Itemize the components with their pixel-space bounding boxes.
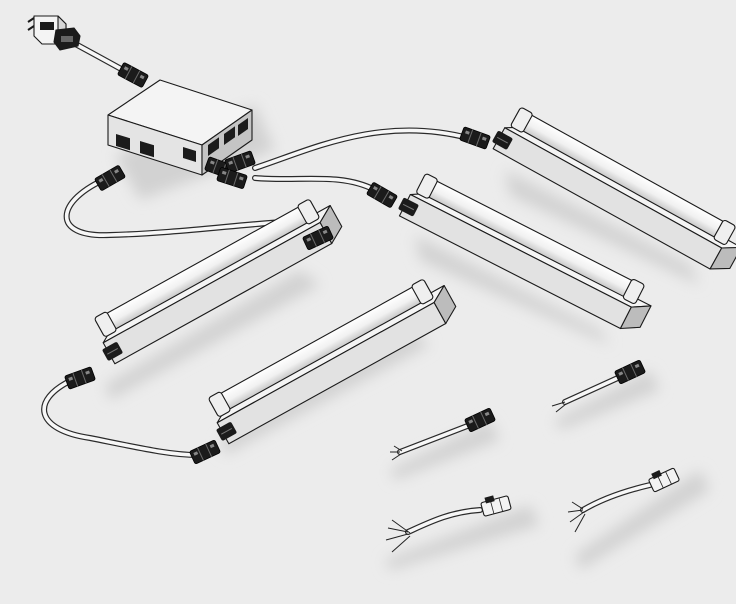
inline-connector (188, 439, 222, 465)
inline-connector (216, 166, 248, 190)
connector-cable-icon (567, 463, 681, 533)
cable-box-to-luminaire-1 (252, 127, 471, 171)
inline-connector (365, 181, 399, 209)
cable-end-b (562, 374, 623, 405)
connector-cable-icon (551, 359, 647, 413)
inline-connector (93, 164, 127, 192)
cable-box-to-luminaire-2 (252, 175, 378, 193)
junction-box-icon (107, 79, 253, 176)
inline-connector (458, 126, 492, 150)
mains-plug-icon (27, 15, 81, 51)
cables (41, 37, 653, 535)
tube-light-fixture-icon (200, 270, 462, 447)
inline-connector (63, 366, 97, 390)
cable-luminaire-3-to-4 (41, 377, 201, 458)
cable-end-a (397, 422, 473, 455)
cable-end-d (580, 482, 653, 513)
connector-cable-icon (385, 491, 512, 553)
connector-cable-icon (390, 407, 497, 461)
cable-end-c (405, 507, 483, 535)
inline-connector (116, 61, 150, 89)
